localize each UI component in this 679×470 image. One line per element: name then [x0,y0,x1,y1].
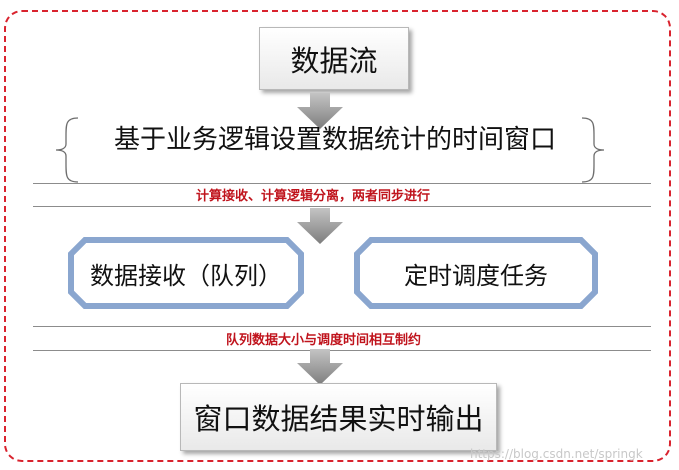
scheduled-task-node [354,237,598,309]
watermark-url: https://blog.csdn.net/springk [470,447,643,461]
scheduled-task-label: 定时调度任务 [404,261,548,290]
separator-line [33,183,651,184]
right-brace-icon [581,117,605,183]
outer-dashed-frame [4,10,671,462]
down-arrow-icon [297,349,343,385]
queue-receive-node [68,237,304,309]
data-stream-label: 数据流 [290,43,378,78]
left-brace-icon [55,117,79,183]
separator-line [33,350,651,351]
time-window-label: 基于业务逻辑设置数据统计的时间窗口 [113,125,556,155]
window-output-label: 窗口数据结果实时输出 [193,402,484,436]
note-constraint-label: 队列数据大小与调度时间相互制约 [226,333,422,348]
down-arrow-icon [297,208,343,244]
separator-line [33,326,651,327]
data-stream-box: 数据流 [259,27,409,90]
window-output-box: 窗口数据结果实时输出 [180,383,497,451]
separator-line [33,206,651,207]
queue-receive-label: 数据接收（队列） [90,261,282,290]
down-arrow-icon [297,93,343,129]
note-sync-label: 计算接收、计算逻辑分离，两者同步进行 [196,189,431,204]
